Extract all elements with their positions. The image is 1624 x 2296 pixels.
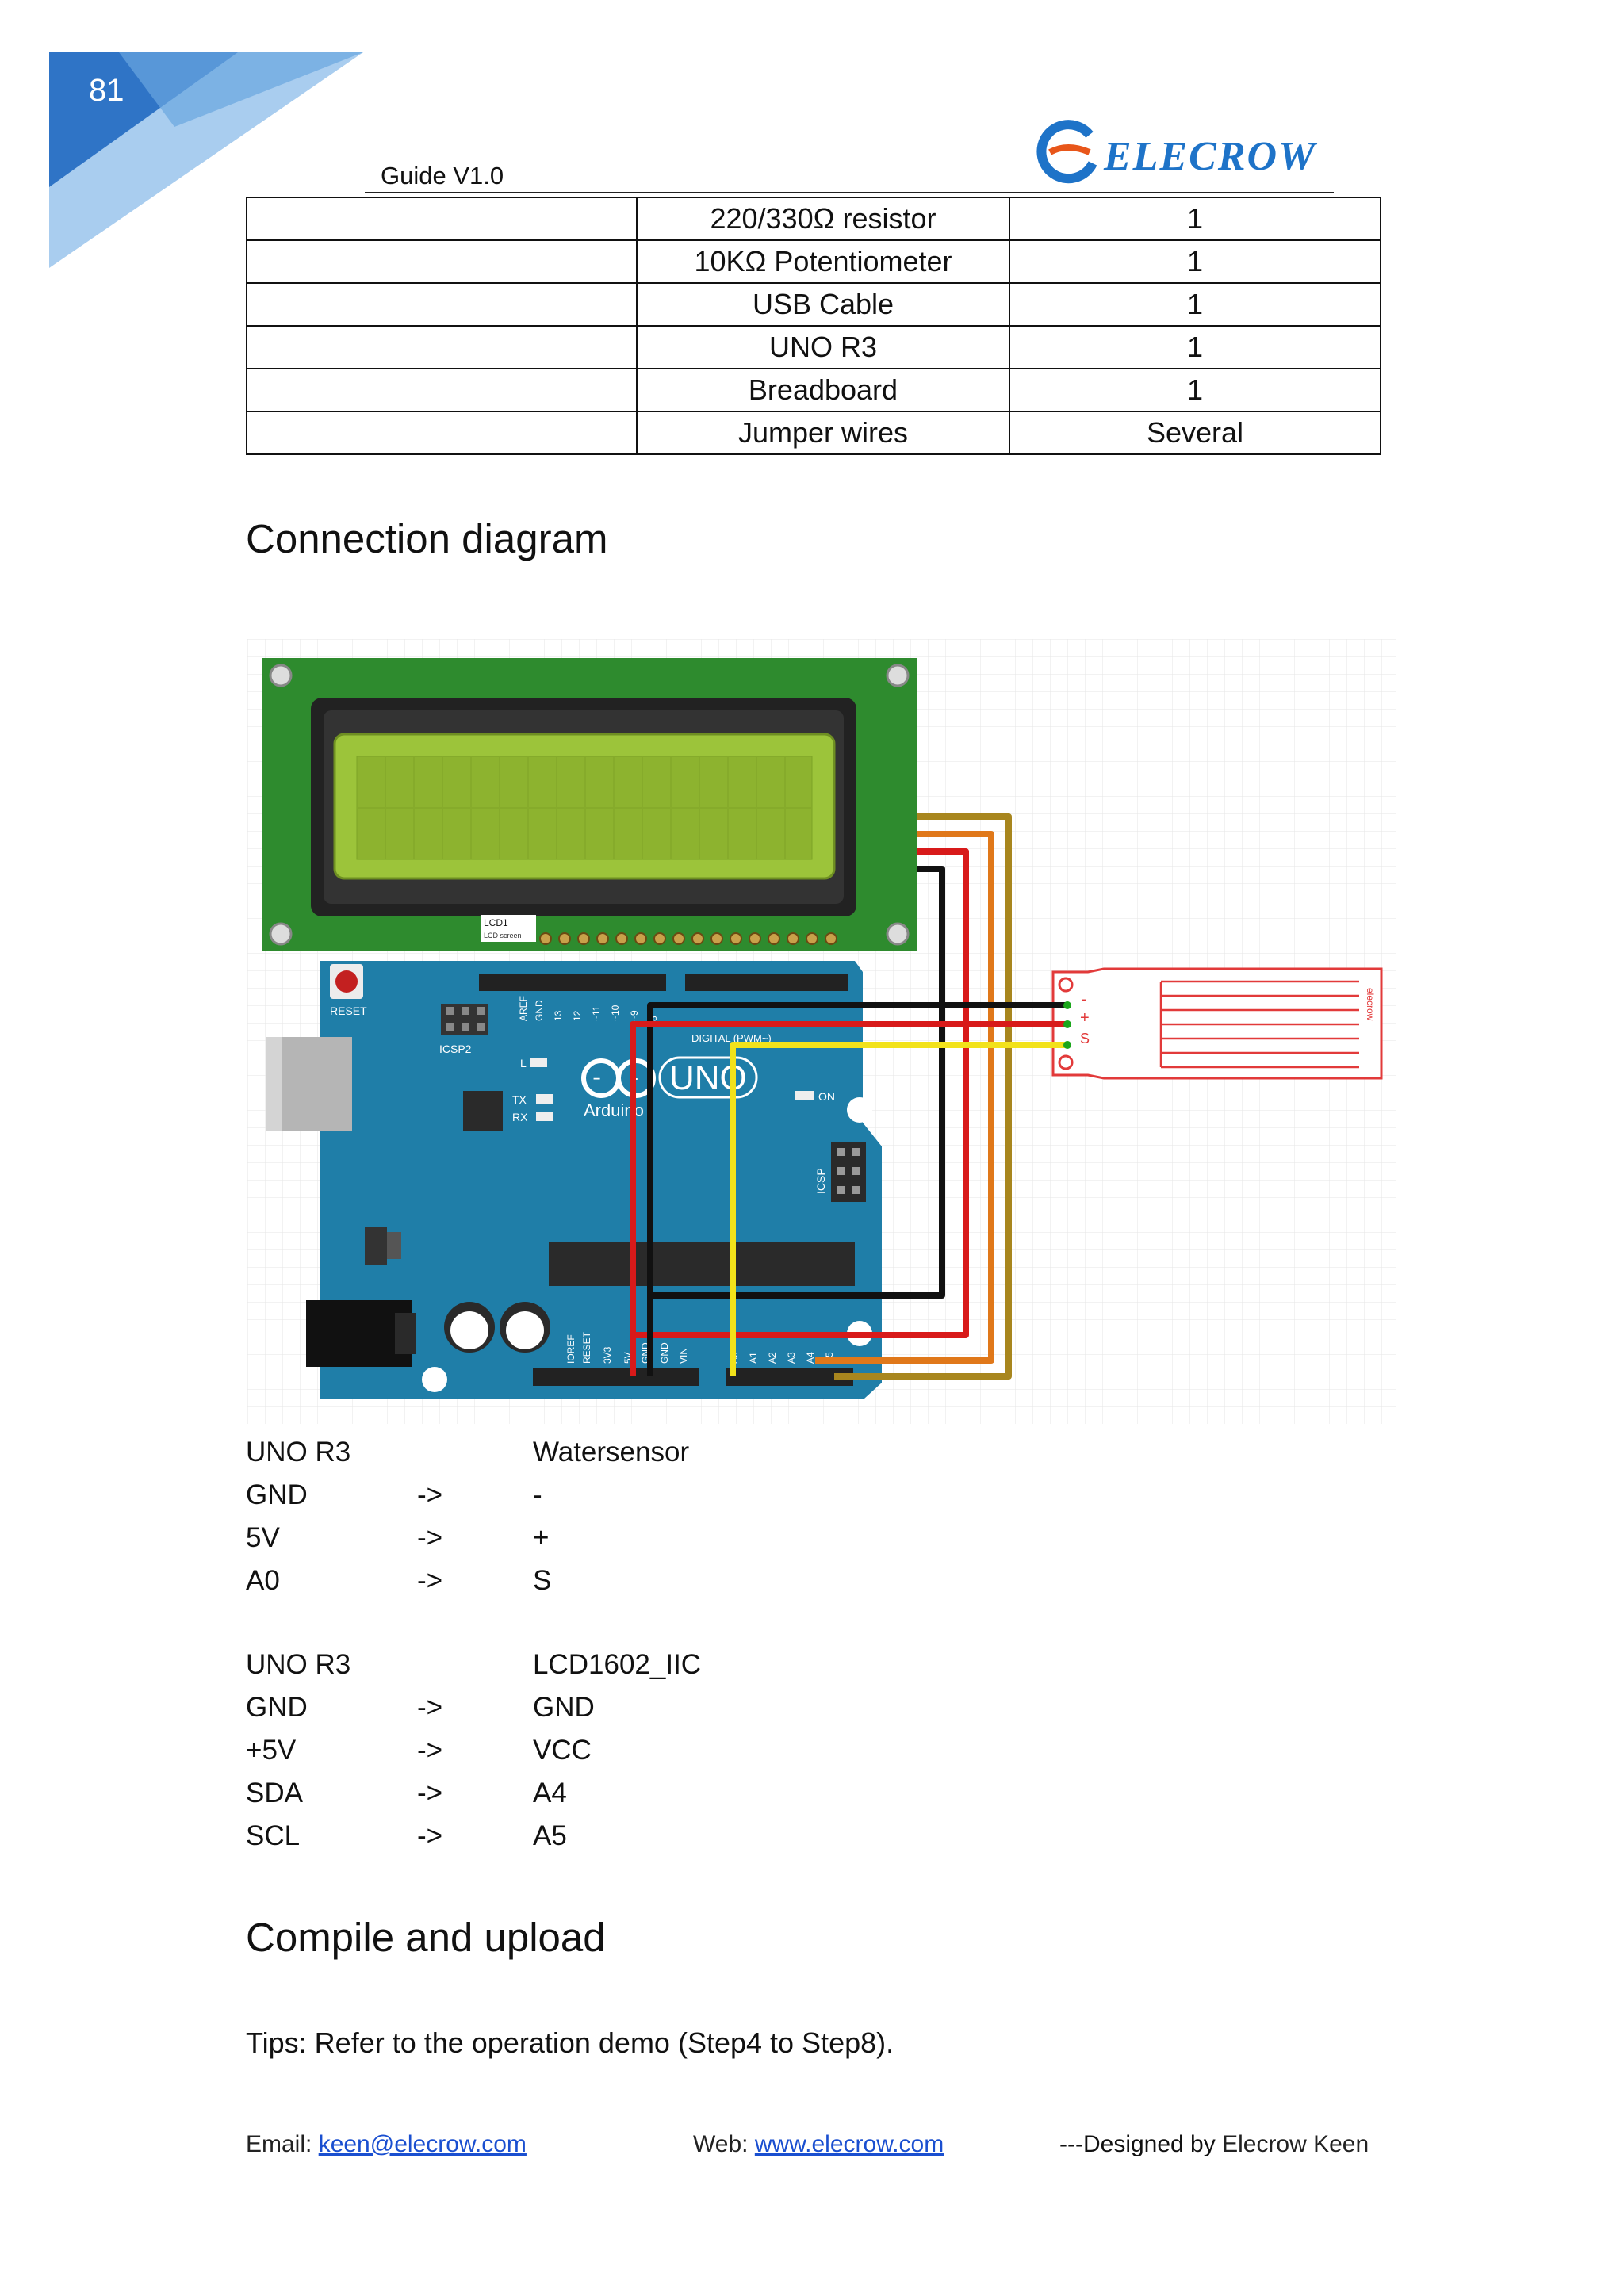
lcd-sublabel: LCD screen: [484, 932, 522, 939]
arduino-uno-board: RESET ICSP2 L TX RX − + UNO Arduino ON I…: [266, 961, 882, 1399]
sensor-plus-label: +: [1080, 1009, 1090, 1027]
tips-text: Tips: Refer to the operation demo (Step4…: [246, 2026, 894, 2059]
part-name: Jumper wires: [636, 411, 1010, 455]
elecrow-logo: ELECROW: [1028, 111, 1337, 190]
wire-sensor-gnd: [647, 1002, 1067, 1376]
on-label: ON: [818, 1090, 835, 1103]
lcd-module: LCD1 LCD screen: [262, 658, 917, 951]
pin-mapping-row: GND -> GND: [246, 1692, 595, 1723]
connection-diagram: LCD1 LCD screen RESET ICSP2 L TX RX −: [247, 639, 1396, 1424]
logo-mark-icon: [1036, 120, 1097, 184]
wire-lcd-vcc: [633, 848, 969, 1338]
wire-sensor-vcc: [630, 1021, 1067, 1376]
pin-reset: RESET: [581, 1331, 592, 1364]
pin-mapping-row: 5V -> +: [246, 1522, 550, 1553]
compile-upload-heading: Compile and upload: [246, 1915, 606, 1960]
logo-text: ELECROW: [1104, 134, 1317, 179]
pin-a2: A2: [767, 1352, 778, 1364]
pin-11: ~11: [591, 1005, 602, 1021]
wire-sensor-signal: [730, 1042, 1067, 1376]
part-qty: 1: [1009, 197, 1381, 241]
corner-decoration: [49, 52, 363, 268]
part-qty: 1: [1009, 368, 1381, 412]
pin-12: 12: [572, 1010, 583, 1021]
part-name: UNO R3: [636, 325, 1010, 369]
pin-3v3: 3V3: [602, 1346, 613, 1364]
part-name: 10KΩ Potentiometer: [636, 239, 1010, 284]
pin-gnd-2: GND: [659, 1342, 670, 1364]
connection-diagram-heading: Connection diagram: [246, 516, 608, 561]
part-name: USB Cable: [636, 282, 1010, 327]
footer-web: Web: www.elecrow.com: [693, 2131, 944, 2157]
water-sensor: - + S elecrow: [1051, 967, 1383, 1080]
sensor-minus-label: -: [1082, 991, 1086, 1007]
svg-text:−: −: [593, 1073, 600, 1086]
water-sensor-mapping-header: UNO R3 Watersensor: [246, 1437, 690, 1468]
pin-10: ~10: [610, 1004, 621, 1021]
sensor-brand-label: elecrow: [1365, 988, 1376, 1021]
icsp-label: ICSP: [814, 1168, 827, 1194]
part-name: 220/330Ω resistor: [636, 197, 1010, 241]
part-qty: Several: [1009, 411, 1381, 455]
wire-sda: [815, 831, 994, 1364]
pin-a4: A4: [805, 1352, 816, 1364]
rx-label: RX: [512, 1111, 528, 1123]
lcd-mapping-header: UNO R3 LCD1602_IIC: [246, 1649, 702, 1680]
wire-scl: [834, 813, 1012, 1380]
part-qty: 1: [1009, 282, 1381, 327]
web-link[interactable]: www.elecrow.com: [754, 2131, 944, 2157]
pin-aref: AREF: [518, 996, 529, 1021]
icsp2-label: ICSP2: [439, 1043, 472, 1055]
pin-ioref: IOREF: [565, 1334, 576, 1364]
footer-designed-by: ---Designed by Elecrow Keen: [1059, 2131, 1369, 2157]
pin-mapping-row: SCL -> A5: [246, 1820, 567, 1851]
pin-mapping-row: GND -> -: [246, 1479, 542, 1510]
pin-mapping-row: +5V -> VCC: [246, 1735, 592, 1766]
email-link[interactable]: keen@elecrow.com: [318, 2131, 527, 2157]
page-number: 81: [89, 73, 124, 108]
pin-9: ~9: [629, 1010, 640, 1021]
pin-gnd-top: GND: [534, 1000, 545, 1021]
lcd-label: LCD1: [484, 917, 508, 928]
tx-label: TX: [512, 1093, 527, 1106]
sensor-s-label: S: [1080, 1031, 1090, 1047]
part-qty: 1: [1009, 325, 1381, 369]
reset-label: RESET: [330, 1004, 367, 1017]
jumper-wires: [630, 813, 1067, 1380]
pin-mapping-row: SDA -> A4: [246, 1777, 567, 1808]
guide-version: Guide V1.0: [381, 162, 504, 189]
pin-vin: VIN: [678, 1348, 689, 1364]
header-rule: [365, 192, 1334, 193]
wire-lcd-gnd: [650, 866, 945, 1299]
digital-label: DIGITAL (PWM~): [691, 1032, 772, 1044]
pin-a3: A3: [786, 1352, 797, 1364]
pin-13: 13: [553, 1010, 564, 1021]
led-l-label: L: [520, 1057, 527, 1070]
part-name: Breadboard: [636, 368, 1010, 412]
pin-a1: A1: [748, 1352, 759, 1364]
part-qty: 1: [1009, 239, 1381, 284]
pin-mapping-row: A0 -> S: [246, 1565, 552, 1596]
footer-email: Email: keen@elecrow.com: [246, 2131, 527, 2157]
